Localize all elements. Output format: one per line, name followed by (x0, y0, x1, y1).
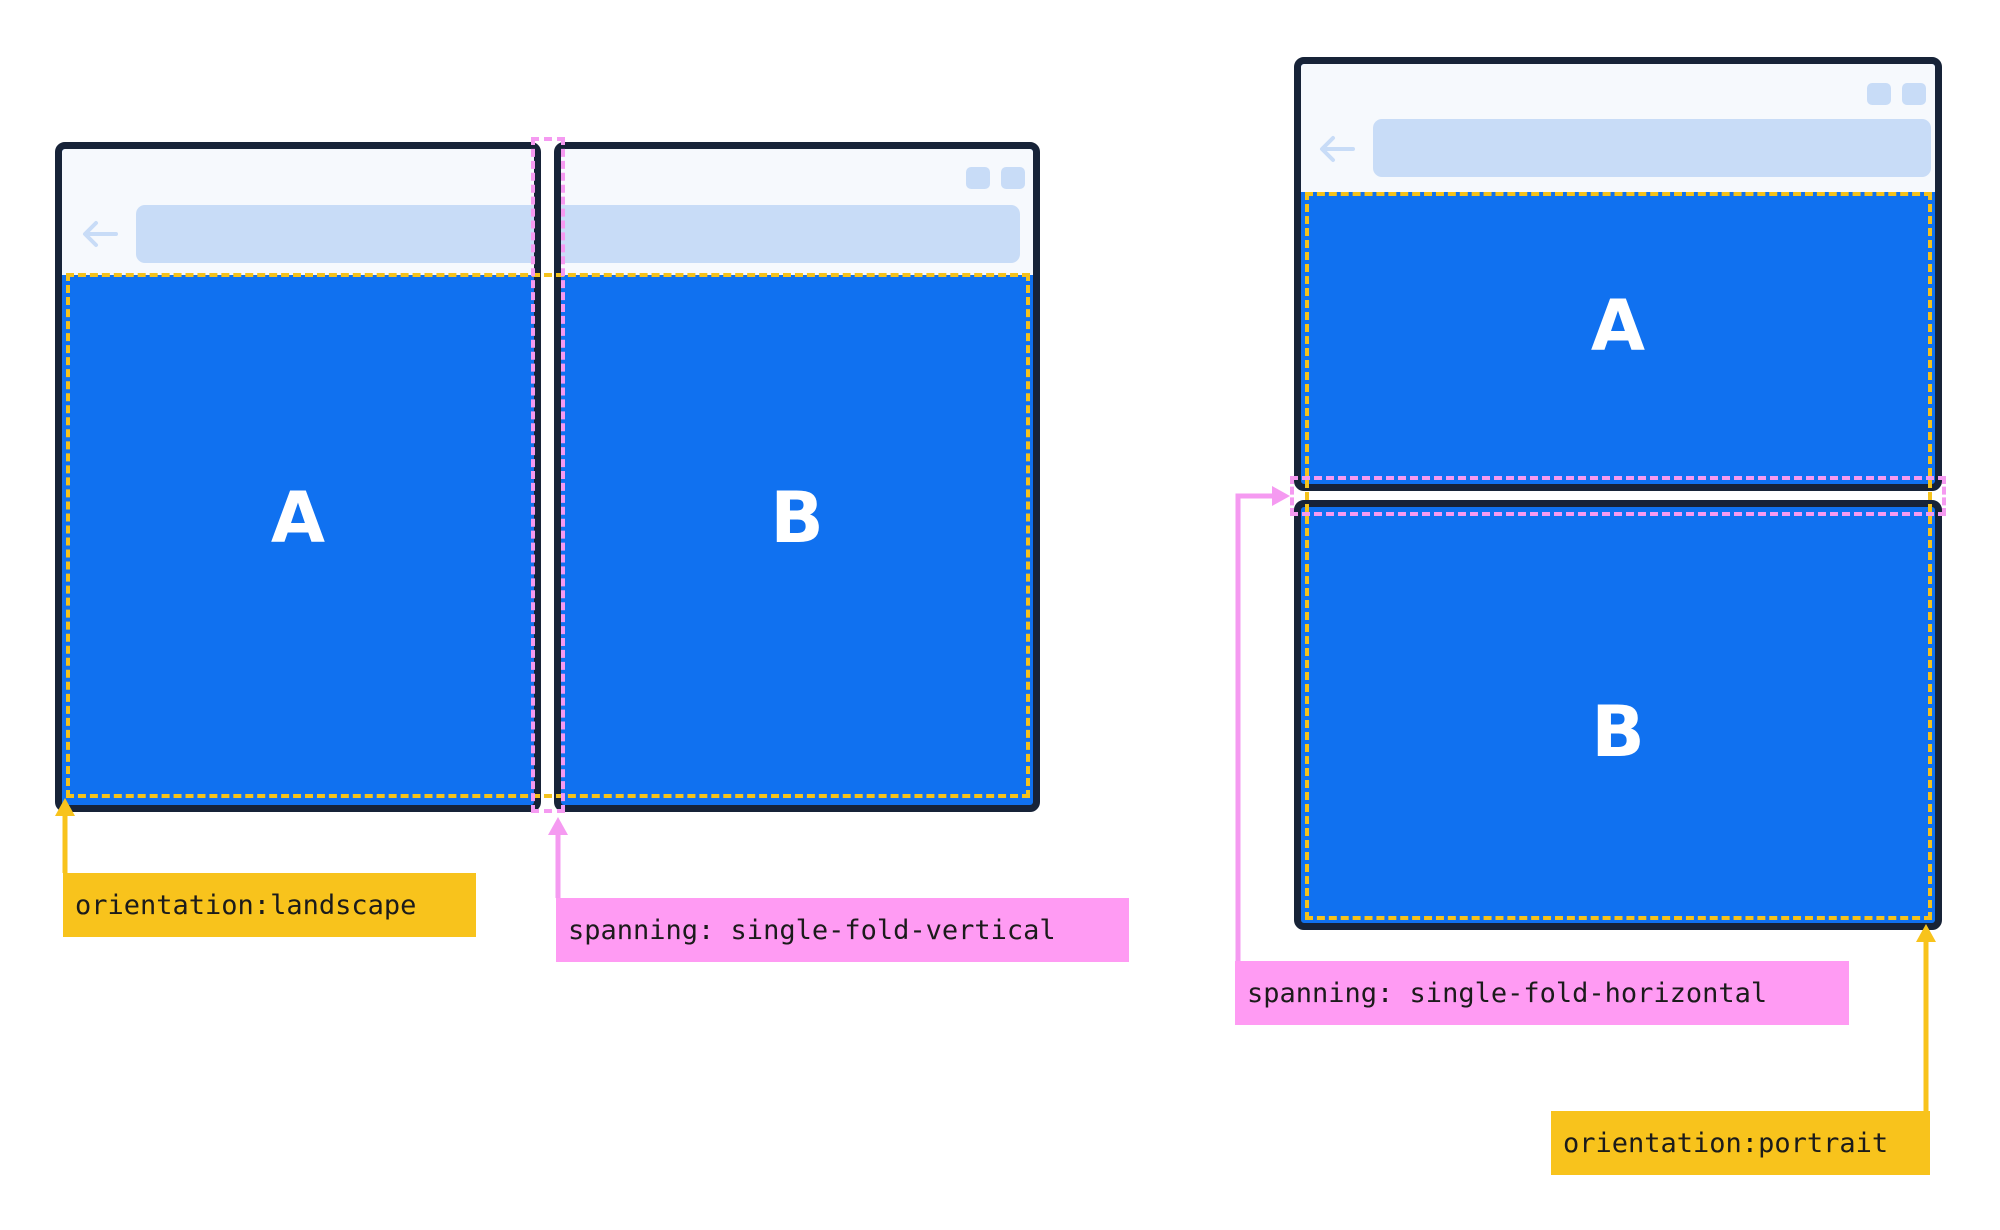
fold-outline-horizontal (1290, 476, 1946, 516)
portrait-screen-b: B (1294, 500, 1942, 930)
browser-chrome (1301, 64, 1935, 192)
pane-a-label: A (270, 477, 326, 559)
viewport-outline (1305, 192, 1932, 920)
pane-a: A (62, 275, 534, 805)
pane-b: B (561, 275, 1033, 805)
pane-a-label: A (1590, 285, 1646, 367)
portrait-screen-a: A (1294, 57, 1942, 491)
spanning-horizontal-label: spanning: single-fold-horizontal (1235, 961, 1849, 1025)
spanning-vertical-arrow (548, 817, 568, 898)
address-bar (136, 205, 534, 263)
back-arrow-icon (83, 221, 118, 247)
landscape-screen-b: B (554, 142, 1040, 812)
back-arrow-icon (1320, 136, 1355, 162)
orientation-landscape-arrow (55, 798, 75, 873)
orientation-landscape-label: orientation:landscape (63, 873, 476, 937)
browser-chrome (561, 149, 1033, 275)
landscape-screen-a: A (55, 142, 541, 812)
spanning-horizontal-arrow (1235, 486, 1290, 961)
pane-b-label: B (1591, 691, 1645, 773)
spanning-vertical-label: spanning: single-fold-vertical (556, 898, 1129, 962)
orientation-portrait-arrow (1916, 924, 1936, 1111)
window-button-icon (1902, 83, 1926, 105)
fold-outline-vertical (531, 137, 565, 813)
pane-b: B (1301, 507, 1935, 923)
window-button-icon (1001, 167, 1025, 189)
window-button-icon (1867, 83, 1891, 105)
browser-chrome (62, 149, 534, 275)
address-bar (1373, 119, 1931, 177)
address-bar (561, 205, 1020, 263)
pane-b-label: B (770, 477, 824, 559)
pane-a: A (1301, 192, 1935, 484)
window-button-icon (966, 167, 990, 189)
orientation-portrait-label: orientation:portrait (1551, 1111, 1930, 1175)
viewport-outline (66, 273, 1030, 798)
